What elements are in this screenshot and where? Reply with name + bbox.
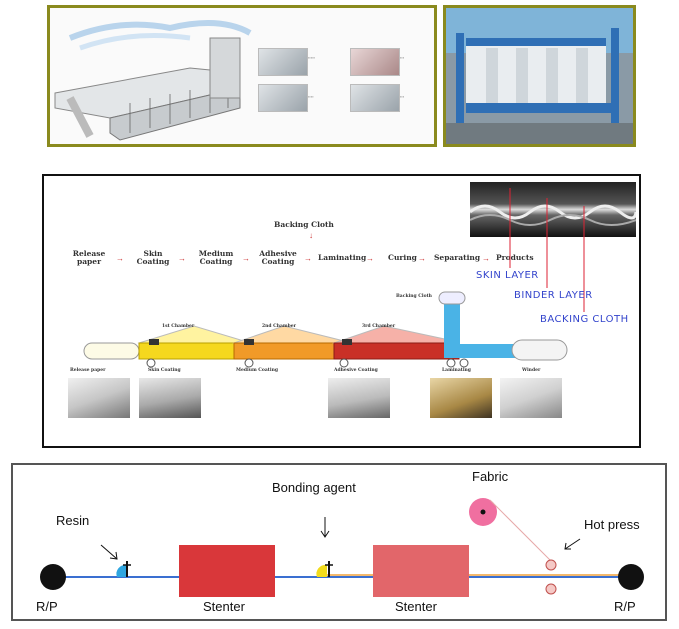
backing-cloth-line-label: Backing Cloth: [396, 294, 432, 299]
binder-layer-label: BINDER LAYER: [514, 290, 593, 301]
backing-cloth-top-label: Backing Cloth: [274, 220, 334, 229]
resin-label: Resin: [56, 513, 90, 528]
bonding-line-drawing: [40, 498, 644, 597]
thumbnail-caption: ▪▪▪: [400, 55, 405, 60]
rp-right-label: R/P: [614, 599, 636, 614]
skin-layer-label: SKIN LAYER: [476, 270, 539, 281]
step-adhesive-coating: Adhesive Coating: [259, 249, 297, 266]
chamber-1-label: 1st Chamber: [162, 324, 195, 329]
skin-coating-photo: [139, 378, 201, 418]
medium-coating-label: Medium Coating: [236, 368, 279, 373]
backing-cloth-layer-label: BACKING CLOTH: [540, 314, 629, 325]
stenter-2-label: Stenter: [395, 599, 437, 614]
release-paper-photo: [68, 378, 130, 418]
adhesive-coating-photo: [328, 378, 390, 418]
arrow-icon: →: [482, 254, 490, 263]
chamber-3-label: 3rd Chamber: [362, 324, 396, 329]
step-release-paper: Release paper: [72, 249, 106, 266]
laminating-photo: [430, 378, 492, 418]
thumbnail-1: [258, 48, 308, 76]
lamination-process-diagram: Backing Cloth ↓ Release paper → Skin Coa…: [42, 174, 641, 448]
thumbnail-4: [350, 84, 400, 112]
hot-press-top-roller: [545, 559, 557, 571]
thumbnail-3: [350, 48, 400, 76]
stenter-1-label: Stenter: [203, 599, 245, 614]
thumbnail-2: [258, 84, 308, 112]
adhesive-coating-label: Adhesive Coating: [334, 368, 378, 373]
stenter-1-block: [179, 545, 275, 597]
bonding-agent-label: Bonding agent: [272, 480, 356, 495]
factory-photo-panel: [443, 5, 636, 147]
release-paper-label: Release paper: [70, 368, 106, 373]
step-medium-coating: Medium Coating: [198, 249, 234, 266]
rp-left-label: R/P: [36, 599, 58, 614]
fabric-label: Fabric: [472, 469, 509, 484]
thumbnail-caption: ▪▪▪▪▪: [308, 55, 316, 60]
arrow-icon: →: [304, 254, 312, 263]
step-products: Products: [496, 253, 534, 262]
coating-machine-photo-panel: ▪▪▪▪▪ ▪▪▪▪ ▪▪▪ ▪▪▪: [47, 5, 437, 147]
cross-section-micrograph: [470, 182, 636, 237]
stenter-2-block: [373, 545, 469, 597]
hot-press-label: Hot press: [584, 517, 640, 532]
arrow-icon: →: [178, 254, 186, 263]
step-separating: Separating: [434, 253, 481, 262]
arrow-icon: →: [418, 254, 426, 263]
down-arrow-icon: ↓: [309, 231, 313, 240]
step-curing: Curing: [388, 253, 417, 262]
chamber-2-label: 2nd Chamber: [262, 324, 297, 329]
laminating-label: Laminating: [442, 368, 471, 373]
step-laminating: Laminating: [318, 253, 367, 262]
hot-press-bottom-roller: [545, 583, 557, 595]
arrow-icon: →: [116, 254, 124, 263]
arrow-icon: →: [242, 254, 250, 263]
step-skin-coating: Skin Coating: [136, 249, 170, 266]
factory-line-illustration: [446, 8, 633, 144]
winder-photo: [500, 378, 562, 418]
thumbnail-caption: ▪▪▪▪: [308, 94, 314, 99]
bonding-process-diagram: Resin Bonding agent Fabric Hot press R/P…: [11, 463, 667, 621]
thumbnail-caption: ▪▪▪: [400, 94, 405, 99]
skin-coating-label: Skin Coating: [148, 368, 181, 373]
right-roller: [618, 564, 644, 590]
coating-machine-illustration: [54, 20, 252, 141]
left-roller: [40, 564, 66, 590]
arrow-icon: →: [366, 254, 374, 263]
coating-line-drawing: [83, 291, 568, 368]
winder-label: Winder: [522, 368, 541, 373]
